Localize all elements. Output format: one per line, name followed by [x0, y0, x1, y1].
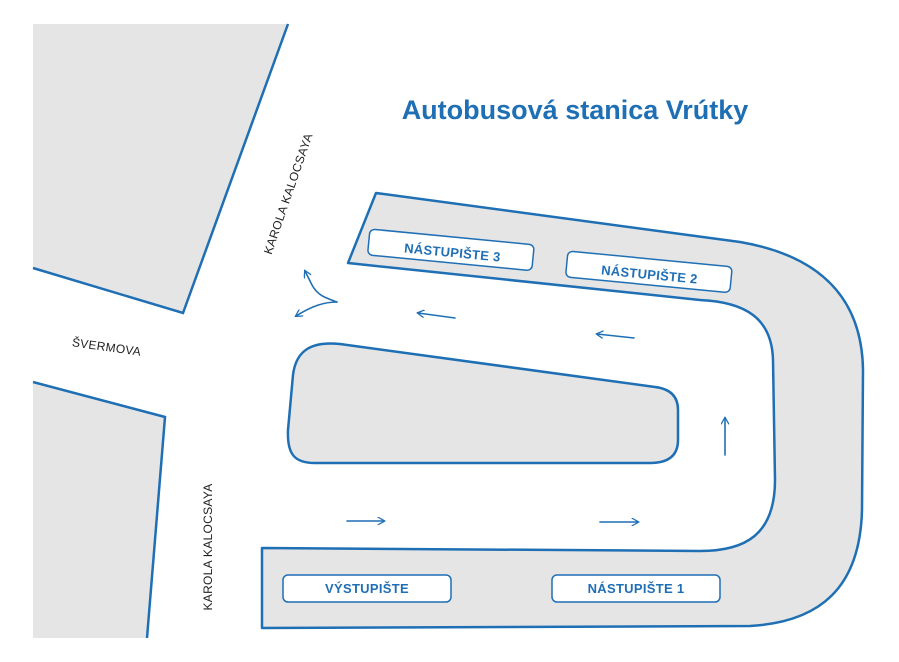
arrow-icon [418, 313, 456, 319]
page-title: Autobusová stanica Vrútky [402, 95, 749, 125]
city-block-top-left [33, 24, 288, 313]
platform-box-1 [551, 574, 721, 603]
platform-label-1: NÁSTUPIŠTE 1 [588, 581, 685, 596]
street-label-karola-kalocsaya-top: KAROLA KALOCSAYA [261, 131, 316, 256]
platform-box-vystupiste [282, 574, 452, 603]
arrow-icon [597, 334, 635, 339]
block-edge-top-left [32, 23, 290, 315]
platform-box-2 [565, 250, 733, 293]
city-block-bottom-left [33, 382, 165, 638]
street-label-karola-kalocsaya-bottom: KAROLA KALOCSAYA [201, 483, 215, 610]
street-label-svermova: ŠVERMOVA [71, 334, 142, 359]
fork-arrow-icon [296, 271, 338, 316]
platform-box-3 [367, 228, 535, 271]
central-island [286, 342, 680, 465]
block-edge-bottom-left [32, 380, 167, 639]
platform-label-vystupiste: VÝSTUPIŠTE [325, 581, 409, 596]
